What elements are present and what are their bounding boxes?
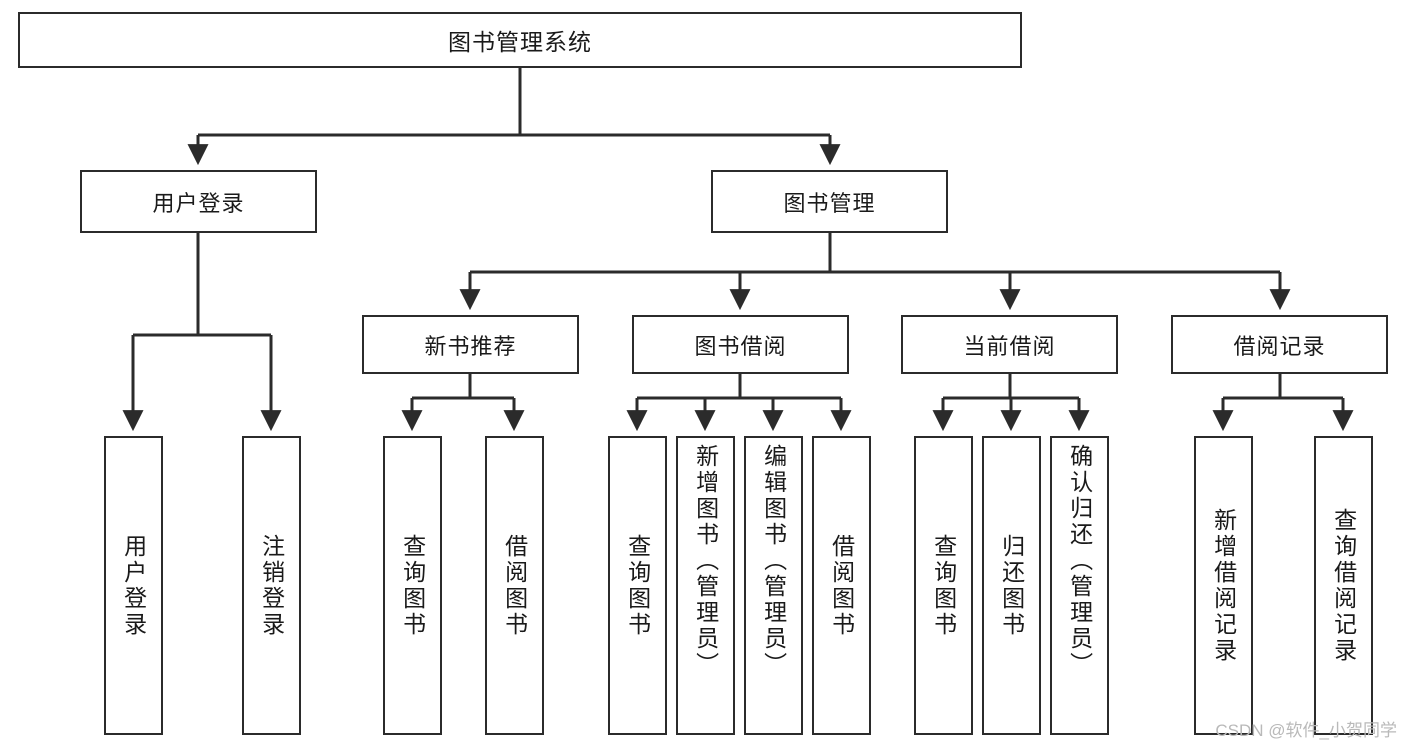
node-label: 图书管理 [783,190,876,216]
node-book-management[interactable]: 图书管理 [711,170,948,233]
node-leaf-query-borrow-record[interactable]: 查询借阅记录 [1314,436,1373,735]
node-label: 查询图书 [930,533,957,638]
node-current-borrow[interactable]: 当前借阅 [901,315,1118,374]
node-label: 借阅图书 [828,533,855,638]
node-leaf-add-book-admin[interactable]: 新增图书（管理员） [676,436,735,735]
node-leaf-user-login[interactable]: 用户登录 [104,436,163,735]
node-label: 图书借阅 [694,333,787,359]
node-label: 查询借阅记录 [1330,507,1357,664]
node-label: 当前借阅 [963,333,1056,359]
node-label: 用户登录 [120,533,147,638]
node-book-borrow[interactable]: 图书借阅 [632,315,849,374]
node-leaf-return-book[interactable]: 归还图书 [982,436,1041,735]
node-label: 图书管理系统 [448,29,592,55]
node-leaf-query-book-current[interactable]: 查询图书 [914,436,973,735]
watermark: CSDN @软件_小贺同学 [1215,721,1397,740]
node-leaf-confirm-return-admin[interactable]: 确认归还（管理员） [1050,436,1109,735]
node-label: 用户登录 [152,190,245,216]
node-leaf-query-book-recommend[interactable]: 查询图书 [383,436,442,735]
node-label: 新书推荐 [424,333,517,359]
node-label: 编辑图书（管理员） [760,444,787,678]
node-label: 查询图书 [399,533,426,638]
node-borrow-record[interactable]: 借阅记录 [1171,315,1388,374]
node-label: 新增图书（管理员） [692,444,719,678]
node-label: 确认归还（管理员） [1066,444,1093,678]
node-root-book-management-system[interactable]: 图书管理系统 [18,12,1022,68]
node-label: 注销登录 [258,533,285,638]
node-leaf-borrow-book-recommend[interactable]: 借阅图书 [485,436,544,735]
node-label: 借阅记录 [1233,333,1326,359]
node-label: 借阅图书 [501,533,528,638]
node-user-login[interactable]: 用户登录 [80,170,317,233]
node-label: 新增借阅记录 [1210,507,1237,664]
node-leaf-logout[interactable]: 注销登录 [242,436,301,735]
node-leaf-borrow-book[interactable]: 借阅图书 [812,436,871,735]
node-label: 归还图书 [998,533,1025,638]
node-leaf-query-book-borrow[interactable]: 查询图书 [608,436,667,735]
node-leaf-edit-book-admin[interactable]: 编辑图书（管理员） [744,436,803,735]
node-leaf-add-borrow-record[interactable]: 新增借阅记录 [1194,436,1253,735]
node-label: 查询图书 [624,533,651,638]
node-new-book-recommend[interactable]: 新书推荐 [362,315,579,374]
